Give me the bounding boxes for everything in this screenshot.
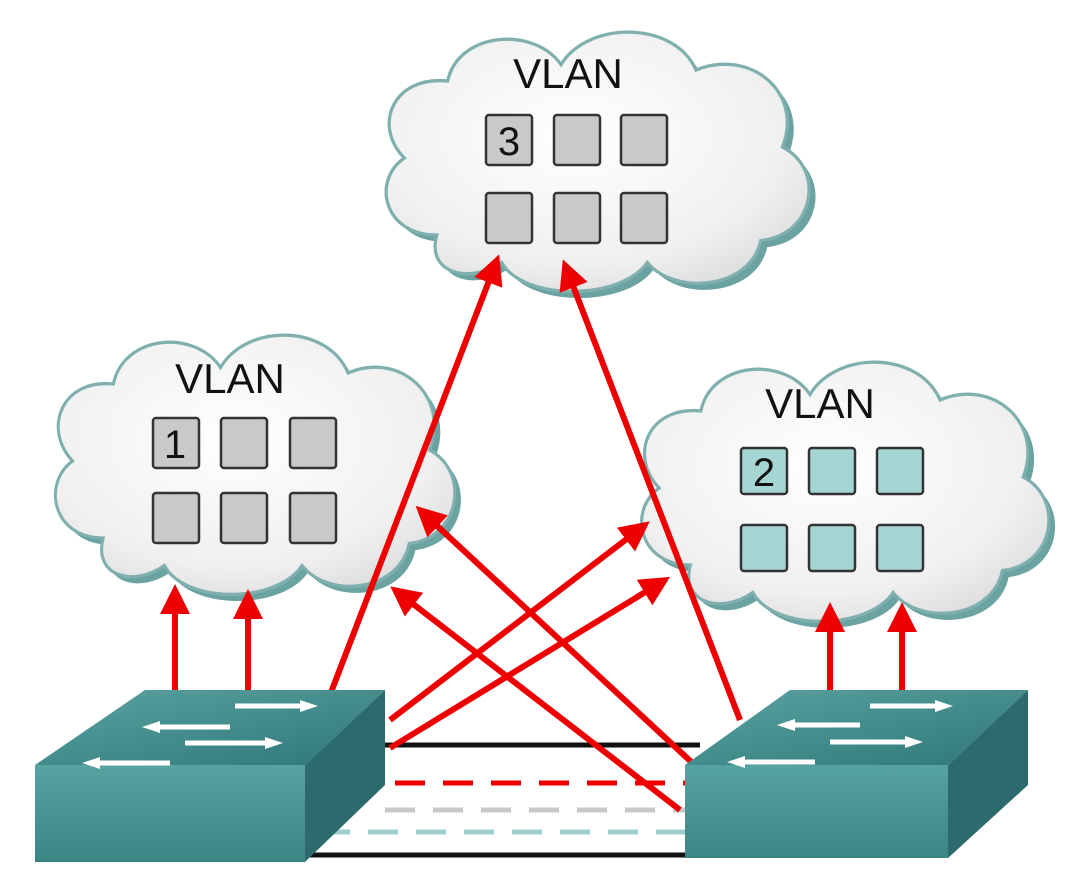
switch-side: [948, 690, 1028, 858]
port-box: [151, 416, 201, 470]
left-switch: [35, 690, 385, 862]
vlan-2-ports: [739, 446, 925, 573]
port-box: [552, 191, 602, 245]
switch-side: [305, 690, 385, 862]
port-box: [875, 446, 925, 496]
trunk-links: [310, 742, 700, 858]
switch-front: [35, 765, 305, 862]
vlan-1-ports: [151, 416, 338, 545]
port-box: [484, 113, 534, 167]
arrow-left-to-vlan2-b: [388, 576, 671, 751]
vlan-1-title: VLAN: [175, 355, 285, 402]
port-box: [151, 491, 201, 545]
vlan-2-number: 2: [753, 451, 775, 495]
port-box: [875, 523, 925, 573]
port-box: [288, 416, 338, 470]
vlan-3-number: 3: [498, 120, 520, 164]
arrow-right-to-vlan1-a: [415, 505, 703, 773]
switch-front: [685, 765, 948, 858]
switch-arrows-icon: [82, 700, 318, 769]
port-box: [219, 491, 269, 545]
arrow-left-to-vlan3: [327, 254, 503, 697]
right-switch: [685, 690, 1028, 858]
arrow-left-to-vlan2-a: [388, 521, 650, 723]
port-box: [807, 523, 857, 573]
port-box: [739, 446, 789, 496]
port-box: [619, 113, 669, 167]
vlan-1-number: 1: [164, 423, 186, 467]
port-box: [552, 113, 602, 167]
port-box: [219, 416, 269, 470]
port-box: [484, 191, 534, 245]
vlan-3-ports: [484, 113, 669, 245]
port-box: [807, 446, 857, 496]
port-box: [288, 491, 338, 545]
vlan-2-title: VLAN: [765, 380, 875, 427]
port-box: [619, 191, 669, 245]
switch-arrows-icon: [727, 700, 953, 768]
vlan-3-title: VLAN: [513, 50, 623, 97]
arrow-right-to-vlan3: [559, 259, 743, 722]
traffic-arrows: [160, 254, 917, 813]
port-box: [739, 523, 789, 573]
arrow-right-to-vlan1-b: [390, 586, 682, 813]
